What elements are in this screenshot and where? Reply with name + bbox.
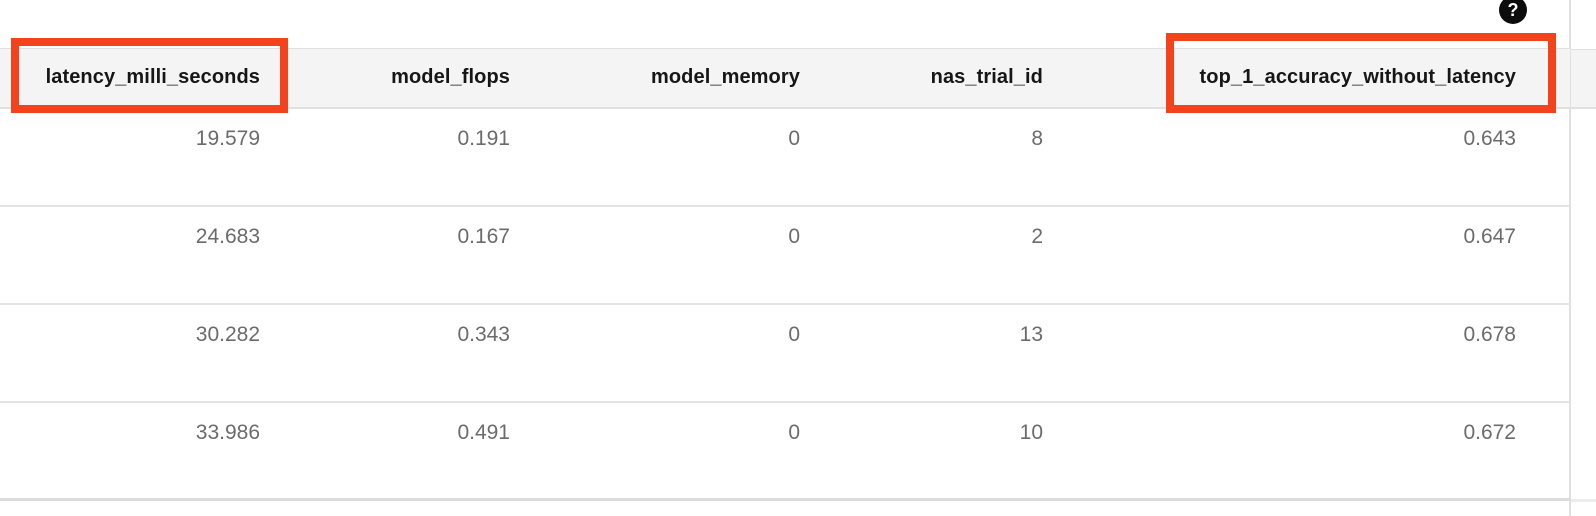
column-header-latency-milli-seconds[interactable]: latency_milli_seconds [0,48,270,109]
help-icon-glyph: ? [1507,0,1519,20]
table-row[interactable]: 30.282 0.343 0 13 0.678 [0,303,1570,403]
cell-latency: 33.986 [0,401,270,501]
cell-top-1-accuracy: 0.643 [1053,107,1570,207]
table-row[interactable]: 24.683 0.167 0 2 0.647 [0,205,1570,305]
cell-model-flops: 0.343 [270,303,520,403]
table-header-row: latency_milli_seconds model_flops model_… [0,48,1570,109]
nas-trials-table: latency_milli_seconds model_flops model_… [0,48,1570,501]
cell-top-1-accuracy: 0.647 [1053,205,1570,305]
header-row-continuation [1571,49,1596,109]
cell-model-flops: 0.167 [270,205,520,305]
table-right-divider [1569,0,1571,516]
column-header-nas-trial-id[interactable]: nas_trial_id [810,48,1053,109]
cell-model-flops: 0.191 [270,107,520,207]
cell-top-1-accuracy: 0.678 [1053,303,1570,403]
cell-model-memory: 0 [520,107,810,207]
cell-model-memory: 0 [520,401,810,501]
cell-model-flops: 0.491 [270,401,520,501]
table-row[interactable]: 33.986 0.491 0 10 0.672 [0,401,1570,501]
cell-latency: 30.282 [0,303,270,403]
cell-model-memory: 0 [520,303,810,403]
table-row[interactable]: 19.579 0.191 0 8 0.643 [0,107,1570,207]
cell-latency: 24.683 [0,205,270,305]
cell-latency: 19.579 [0,107,270,207]
column-header-model-flops[interactable]: model_flops [270,48,520,109]
cell-nas-trial-id: 2 [810,205,1053,305]
cell-nas-trial-id: 13 [810,303,1053,403]
help-icon[interactable]: ? [1499,0,1527,24]
cell-nas-trial-id: 10 [810,401,1053,501]
column-header-model-memory[interactable]: model_memory [520,48,810,109]
cell-model-memory: 0 [520,205,810,305]
cell-nas-trial-id: 8 [810,107,1053,207]
column-header-top-1-accuracy-without-latency[interactable]: top_1_accuracy_without_latency [1053,48,1570,109]
bottom-border-continuation [1571,499,1596,502]
cell-top-1-accuracy: 0.672 [1053,401,1570,501]
